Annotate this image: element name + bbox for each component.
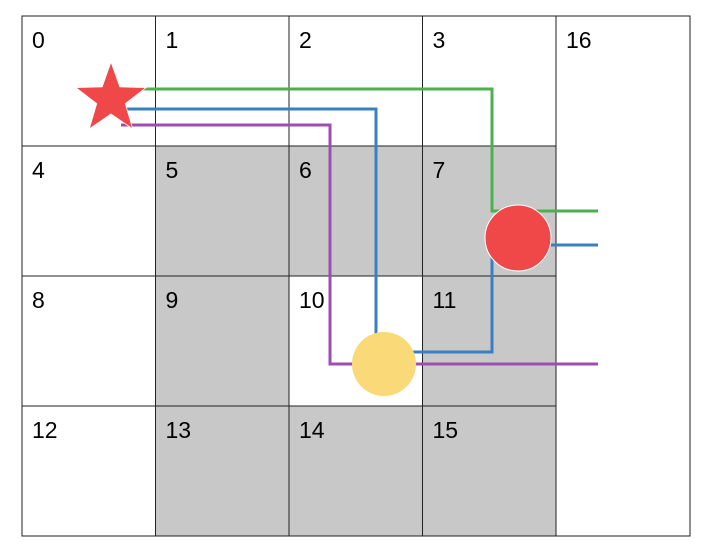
cell-label-16: 16	[566, 27, 592, 53]
grid-cell-14	[288, 405, 423, 537]
grid-cell-15	[422, 405, 557, 537]
cell-label-2: 2	[299, 27, 312, 53]
grid-cell-3	[422, 15, 557, 147]
grid-cell-4	[21, 145, 156, 277]
grid-cell-13	[155, 405, 290, 537]
grid-cell-12	[21, 405, 156, 537]
cell-label-9: 9	[166, 287, 179, 313]
cell-label-3: 3	[433, 27, 446, 53]
cell-label-8: 8	[32, 287, 45, 313]
cell-label-11: 11	[433, 287, 457, 313]
cell-label-4: 4	[32, 157, 45, 183]
grid-cell-16	[555, 15, 691, 537]
cell-label-14: 14	[299, 417, 325, 443]
cell-label-0: 0	[32, 27, 45, 53]
yellow-circle-icon	[352, 332, 416, 396]
cell-label-1: 1	[166, 27, 179, 53]
grid-cell-11	[422, 275, 557, 407]
cell-label-10: 10	[299, 287, 325, 313]
markers	[74, 60, 552, 396]
cell-label-5: 5	[166, 157, 179, 183]
grid-cell-9	[155, 275, 290, 407]
cell-label-13: 13	[166, 417, 192, 443]
grid-cell-5	[155, 145, 290, 277]
cell-label-15: 15	[433, 417, 459, 443]
cell-label-7: 7	[433, 157, 446, 183]
path-purple	[121, 123, 598, 366]
star-icon	[74, 60, 148, 130]
red-circle-icon	[484, 204, 552, 272]
path-green	[121, 87, 598, 213]
cell-label-6: 6	[299, 157, 312, 183]
cell-label-12: 12	[32, 417, 58, 443]
